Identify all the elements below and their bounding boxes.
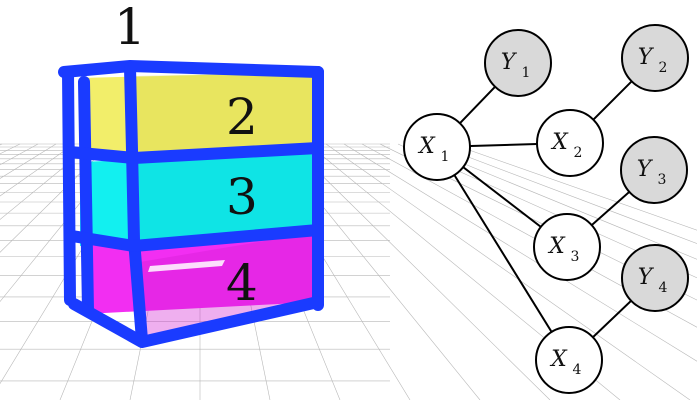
frame-bottom	[68, 296, 324, 348]
label-3: 3	[226, 168, 258, 226]
grid-line	[0, 143, 3, 146]
drawer-bodies	[80, 72, 318, 342]
node-circle	[536, 109, 604, 177]
grid-line	[0, 143, 75, 197]
drawer-4-front	[140, 232, 318, 342]
node-circle	[533, 213, 601, 281]
node-variable: Y	[638, 45, 655, 70]
node-subscript: 1	[522, 65, 531, 81]
grid-line	[433, 143, 697, 244]
drawer-2-body	[80, 72, 318, 158]
node-variable: Y	[501, 50, 518, 75]
frame-shelf-2	[66, 224, 324, 252]
frame-shelf-1	[64, 142, 324, 164]
drawer-4-white-gap	[148, 260, 225, 272]
node-circle	[403, 113, 471, 181]
grid-line	[0, 143, 21, 155]
node-variable: Y	[637, 157, 654, 182]
node-subscript: 4	[659, 280, 668, 296]
grid-line	[415, 143, 697, 260]
node-subscript: 2	[659, 60, 668, 76]
grid-line	[325, 143, 691, 400]
label-2: 2	[226, 88, 258, 146]
node-subscript: 2	[574, 145, 583, 161]
node-subscript: 1	[441, 149, 450, 165]
grid-line	[451, 143, 697, 231]
frame-left-back-post	[78, 76, 94, 316]
drawer-3-front	[135, 152, 318, 244]
node-circle	[621, 244, 689, 312]
node-variable: X	[547, 234, 566, 259]
frame-left-post	[62, 66, 76, 306]
node-circle	[621, 24, 689, 92]
node-subscript: 4	[573, 362, 582, 378]
node-subscript: 3	[658, 172, 667, 188]
frame-front-post	[124, 62, 148, 346]
grid-line	[0, 143, 57, 179]
edge-x1-x4	[436, 146, 570, 361]
grid-line	[361, 143, 697, 328]
node-circle	[484, 29, 552, 97]
cabinet-frame	[58, 60, 324, 348]
node-variable: X	[549, 347, 568, 372]
node-variable: X	[417, 134, 436, 159]
node-circle	[620, 136, 688, 204]
node-subscript: 3	[571, 249, 580, 265]
drawer-2-front	[135, 72, 318, 156]
grid-line	[0, 143, 93, 220]
node-variable: Y	[638, 265, 655, 290]
label-1: 1	[114, 0, 146, 56]
label-4: 4	[226, 254, 258, 312]
node-variable: X	[550, 130, 569, 155]
node-circle	[535, 326, 603, 394]
graph-edges	[436, 57, 656, 361]
grid-line	[289, 143, 551, 400]
frame-top-edge	[58, 60, 324, 78]
